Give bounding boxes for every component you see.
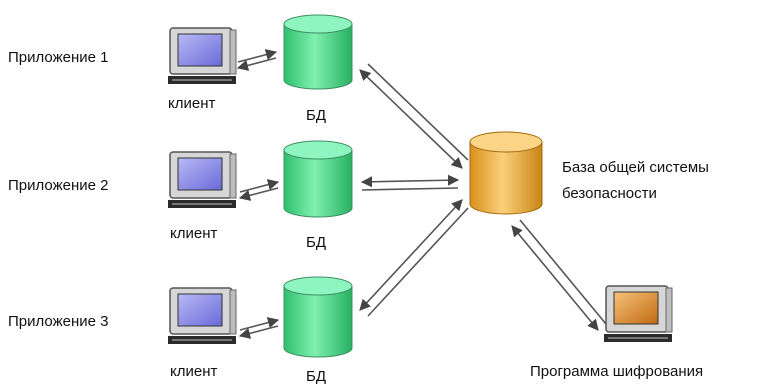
encryption-computer-icon	[604, 285, 673, 342]
central-db-label-line1: База общей системы	[562, 159, 709, 176]
client-1-label: клиент	[168, 95, 215, 112]
app-row-2: Приложение 2 клиент БД	[8, 140, 460, 251]
arrow-central-encryption	[511, 219, 607, 331]
encryption-program-label: Программа шифрования	[530, 363, 703, 380]
app-row-3: Приложение 3 клиент БД	[8, 199, 469, 385]
arrow-client2-db2	[238, 179, 280, 201]
client-computer-1-icon	[168, 27, 237, 84]
database-1-icon	[283, 14, 353, 90]
central-security-database-icon	[469, 131, 543, 215]
db-2-label: БД	[306, 234, 326, 251]
central-db-label-line2: безопасности	[562, 185, 657, 202]
app-3-label: Приложение 3	[8, 313, 109, 330]
client-2-label: клиент	[170, 225, 217, 242]
database-3-icon	[283, 276, 353, 358]
db-3-label: БД	[306, 368, 326, 385]
client-computer-2-icon	[168, 151, 237, 208]
app-row-1: Приложение 1 клиент БД	[8, 14, 469, 169]
arrow-db1-central	[359, 63, 469, 169]
arrow-client1-db1	[236, 49, 278, 71]
client-3-label: клиент	[170, 363, 217, 380]
client-computer-3-icon	[168, 287, 237, 344]
database-2-icon	[283, 140, 353, 218]
arrow-db3-central	[359, 199, 469, 317]
arrow-db2-central	[360, 174, 460, 191]
app-2-label: Приложение 2	[8, 177, 109, 194]
db-1-label: БД	[306, 107, 326, 124]
arrow-client3-db3	[238, 317, 280, 339]
app-1-label: Приложение 1	[8, 49, 109, 66]
